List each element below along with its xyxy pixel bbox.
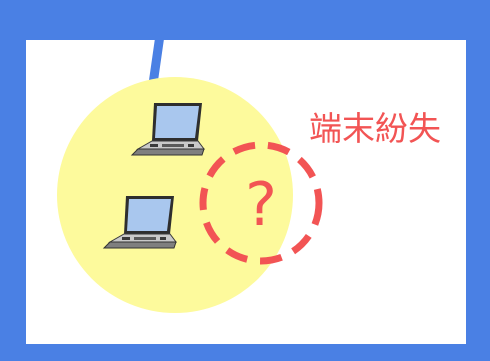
lost-device-dashed-circle — [199, 141, 323, 265]
laptop-icon — [102, 196, 177, 249]
laptop-icon — [130, 103, 205, 156]
question-mark: ? — [245, 170, 277, 240]
network-cable — [148, 0, 170, 85]
lost-device-label: 端末紛失 — [309, 109, 441, 148]
